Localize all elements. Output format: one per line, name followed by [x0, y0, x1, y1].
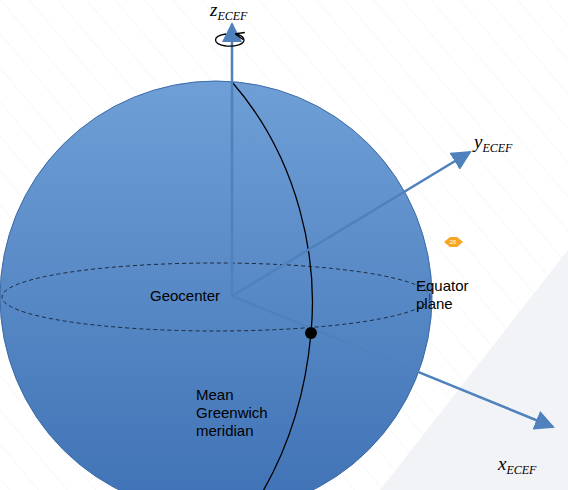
axis-label: yECEF [474, 133, 512, 151]
x-axis [232, 296, 553, 427]
meridian-label: Mean Greenwich meridian [196, 386, 306, 440]
axis-label: xECEF [498, 455, 536, 473]
z-axis [231, 24, 234, 296]
y-axis [232, 152, 470, 296]
point-label: Geocenter [150, 287, 230, 305]
plane-label: Equator plane [416, 277, 466, 313]
equator-ellipse [2, 263, 430, 331]
rotation-arrow [216, 34, 245, 46]
earth-sphere [0, 81, 432, 490]
slide-number-badge [444, 237, 463, 247]
greenwich-equator-point [305, 327, 317, 339]
axis-label: zECEF [210, 1, 247, 19]
slide-number: 26 [446, 238, 460, 246]
